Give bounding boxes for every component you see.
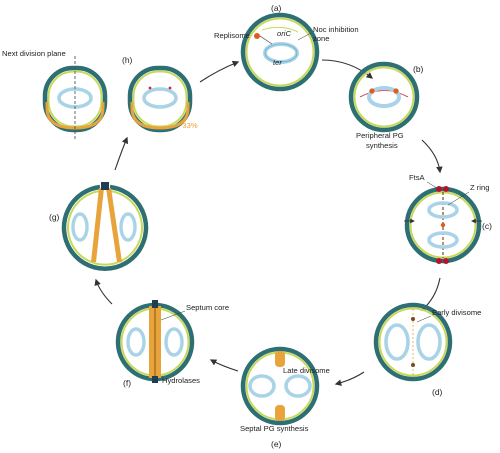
label-noc-zone-2: zone bbox=[313, 34, 329, 43]
cell-f bbox=[115, 300, 195, 383]
chromosome-f-right bbox=[164, 327, 184, 357]
cell-a bbox=[240, 12, 320, 92]
label-early-divisome: Early divisome bbox=[432, 308, 481, 317]
cell-e bbox=[240, 346, 320, 426]
label-hydrolases: Hydrolases bbox=[162, 376, 200, 385]
septum-h-right bbox=[130, 102, 190, 130]
label-next-division-plane: Next division plane bbox=[2, 49, 66, 58]
replisome-a bbox=[254, 33, 260, 39]
chromosome-g-left bbox=[71, 212, 89, 242]
chromosome-e-left bbox=[248, 374, 276, 398]
chromosome-e-right bbox=[284, 374, 312, 398]
panel-b: (b) bbox=[413, 64, 424, 74]
ftsa-bottom-1 bbox=[436, 258, 442, 264]
cell-d bbox=[373, 302, 453, 382]
ftsa-top-1 bbox=[436, 186, 442, 192]
panel-f: (f) bbox=[123, 378, 131, 388]
cycle-arrows bbox=[94, 59, 443, 386]
label-late-divisome: Late divisome bbox=[283, 366, 330, 375]
label-peripheral-pg-2: synthesis bbox=[366, 141, 398, 150]
ftsa-top-2 bbox=[443, 186, 449, 192]
panel-d: (d) bbox=[432, 387, 443, 397]
arrow-h-to-a bbox=[199, 60, 240, 83]
panel-e: (e) bbox=[271, 439, 282, 449]
chromosome-h-right bbox=[142, 87, 178, 109]
septum-g-left bbox=[91, 188, 104, 262]
label-ter: ter bbox=[273, 58, 282, 67]
label-noc-zone-1: Noc inhibition bbox=[313, 25, 359, 34]
arrow-f-to-g bbox=[94, 278, 113, 305]
arrow-b-to-c bbox=[421, 139, 443, 174]
label-septum-core: Septum core bbox=[186, 303, 229, 312]
arrow-d-to-e bbox=[334, 371, 365, 386]
chromosome-f-left bbox=[126, 327, 146, 357]
chromosome-c-bottom bbox=[427, 231, 459, 249]
septum-g-cap bbox=[101, 182, 109, 190]
chromosome-d-left bbox=[384, 323, 410, 361]
label-ftsa: FtsA bbox=[409, 173, 426, 182]
chromosome-c-top bbox=[427, 201, 459, 219]
arrow-e-to-f bbox=[209, 359, 239, 372]
label-replisome: Replisome bbox=[214, 31, 250, 40]
panel-h: (h) bbox=[122, 55, 133, 65]
cell-h bbox=[42, 56, 193, 140]
septum-core-top bbox=[152, 300, 158, 308]
replisome-b-left bbox=[369, 88, 375, 94]
panel-a: (a) bbox=[271, 3, 282, 13]
chromosome-d-right bbox=[416, 323, 442, 361]
hydrolase-bottom bbox=[152, 376, 158, 383]
panel-c: (c) bbox=[482, 221, 492, 231]
label-septal-pg: Septal PG synthesis bbox=[240, 424, 309, 433]
arrow-g-to-h bbox=[114, 136, 129, 171]
label-z-ring: Z ring bbox=[470, 183, 489, 192]
panel-g: (g) bbox=[49, 212, 60, 222]
septum-g-right bbox=[106, 188, 122, 262]
label-peripheral-pg-1: Peripheral PG bbox=[356, 131, 404, 140]
cell-g bbox=[61, 182, 149, 271]
chromosome-g-right bbox=[119, 212, 137, 242]
label-oric: oriC bbox=[277, 29, 291, 38]
chromosome-b bbox=[367, 86, 401, 108]
arrow-a-to-b bbox=[321, 59, 374, 79]
noc-zone-marker bbox=[261, 26, 299, 33]
replisome-b-right bbox=[393, 88, 399, 94]
label-percent: ~33% bbox=[178, 121, 198, 130]
septum-e-top bbox=[275, 351, 285, 367]
cell-b bbox=[348, 61, 420, 133]
septum-e-bottom bbox=[275, 405, 285, 421]
ftsa-bottom-2 bbox=[443, 258, 449, 264]
cell-c bbox=[404, 186, 482, 264]
